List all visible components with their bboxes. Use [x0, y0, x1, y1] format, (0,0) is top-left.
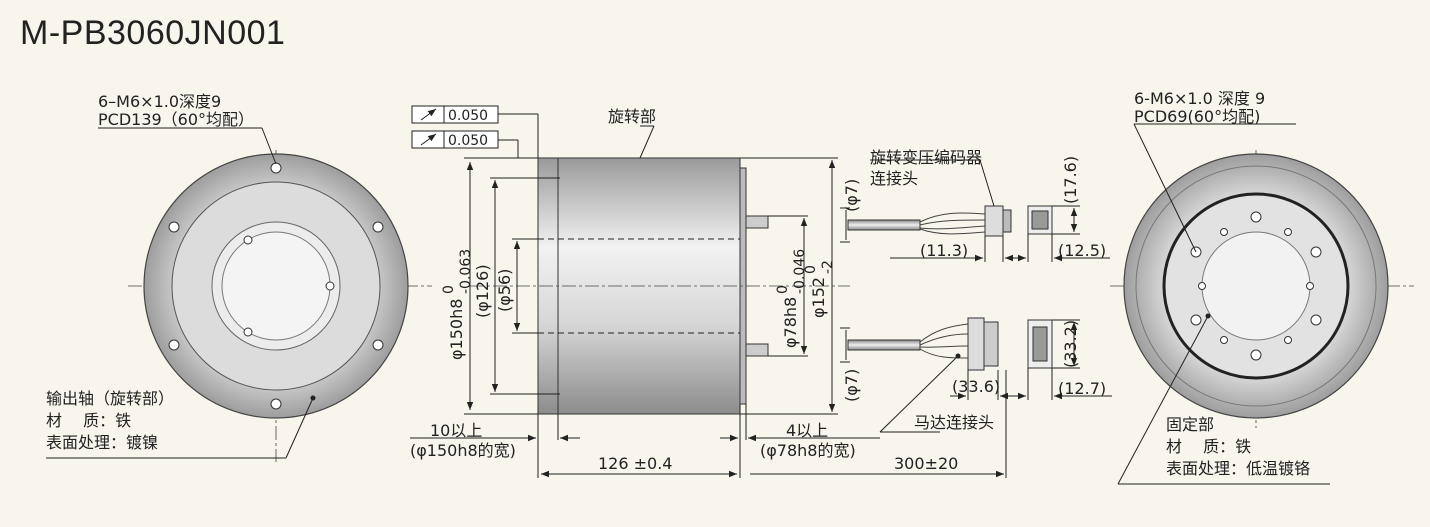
dim-d7-bottom: (φ7): [842, 369, 861, 402]
encoder-connector-side: [984, 205, 1004, 237]
right-material: 材 质：铁: [1166, 437, 1251, 456]
motor-connector-label: 马达连接头: [914, 413, 994, 432]
svg-text:(33.2): (33.2): [1061, 320, 1080, 368]
right-surface: 表面处理：低温镀铬: [1166, 459, 1310, 478]
svg-text:0: 0: [775, 285, 791, 294]
svg-text:0: 0: [803, 265, 819, 274]
dim-12-5: (12.5): [1058, 241, 1106, 260]
dim-17-6: (17.6): [1061, 156, 1080, 204]
left-hole-spec-1: 6–M6×1.0深度9: [98, 92, 221, 111]
motor-cable: [847, 339, 921, 351]
svg-text:-0.063: -0.063: [458, 249, 474, 294]
dim-d56-text: (φ56): [495, 269, 514, 312]
encoder-label-2: 连接头: [870, 169, 918, 188]
dim-d78-text: φ78h8 0 -0.046: [775, 249, 808, 348]
side-view: [410, 105, 880, 478]
left-bore: [221, 231, 331, 341]
svg-text:-2: -2: [820, 260, 836, 274]
svg-text:-0.046: -0.046: [792, 249, 808, 294]
svg-text:φ78h8: φ78h8: [781, 297, 800, 348]
dim-d152-text: φ152 0 -2: [803, 260, 836, 318]
dim-12-7: (12.7): [1058, 379, 1106, 398]
page-title: M-PB3060JN001: [20, 14, 286, 52]
left-part-label: 输出轴（旋转部）: [46, 389, 174, 408]
side-rear-pin-top: [745, 215, 769, 229]
min-10-note: (φ150h8的宽): [410, 441, 516, 460]
right-hole-spec-2: PCD69(60°均配): [1134, 107, 1260, 126]
tolerance-value-2: 0.050: [448, 133, 488, 149]
side-rear-pin-bottom: [745, 343, 769, 357]
length-label: 126 ±0.4: [598, 454, 672, 473]
left-material: 材 质：铁: [46, 411, 131, 430]
tolerance-value-1: 0.050: [448, 108, 488, 124]
svg-text:(φ56): (φ56): [495, 269, 514, 312]
svg-text:0: 0: [441, 285, 457, 294]
encoder-label-1: 旋转变压编码器: [870, 148, 982, 167]
svg-text:φ150h8: φ150h8: [447, 299, 466, 360]
right-part-label: 固定部: [1166, 415, 1214, 434]
left-hole-spec-2: PCD139（60°均配）: [98, 110, 254, 129]
encoder-wires: [919, 212, 986, 235]
connectors: [750, 159, 1112, 478]
right-hole-spec-1: 6-M6×1.0 深度 9: [1134, 89, 1265, 108]
right-rear-view: [1110, 123, 1414, 485]
left-mount-holes: [168, 162, 384, 410]
dim-11-3: (11.3): [920, 241, 968, 260]
right-mount-holes: [1190, 211, 1322, 361]
dim-d126-text: (φ126): [473, 264, 492, 318]
left-front-view: [46, 127, 432, 462]
motor-wires: [919, 323, 969, 359]
svg-text:(φ126): (φ126): [473, 264, 492, 318]
svg-text:(φ7): (φ7): [842, 179, 861, 212]
left-leader-bottom-2: [285, 397, 314, 459]
dim-d150-text: φ150h8 0 -0.063: [441, 249, 474, 360]
right-bore: [1201, 231, 1311, 341]
motor-connector-side: [967, 317, 985, 371]
rotating-part-label: 旋转部: [608, 107, 656, 126]
min-10-label: 10以上: [430, 421, 482, 440]
left-surface: 表面处理：镀镍: [46, 433, 158, 452]
svg-text:(17.6): (17.6): [1061, 156, 1080, 204]
svg-text:φ152: φ152: [809, 277, 828, 318]
dim-33-2: (33.2): [1061, 320, 1080, 368]
min-4-note: (φ78h8的宽): [760, 441, 856, 460]
encoder-cable: [847, 219, 921, 231]
dim-d7-top: (φ7): [842, 179, 861, 212]
left-leader-top-2: [261, 127, 277, 165]
left-leader-dot: [310, 395, 316, 401]
dim-33-6: (33.6): [952, 377, 1000, 396]
cable-length-label: 300±20: [894, 454, 958, 473]
svg-text:(φ7): (φ7): [842, 369, 861, 402]
min-4-label: 4以上: [786, 421, 828, 440]
